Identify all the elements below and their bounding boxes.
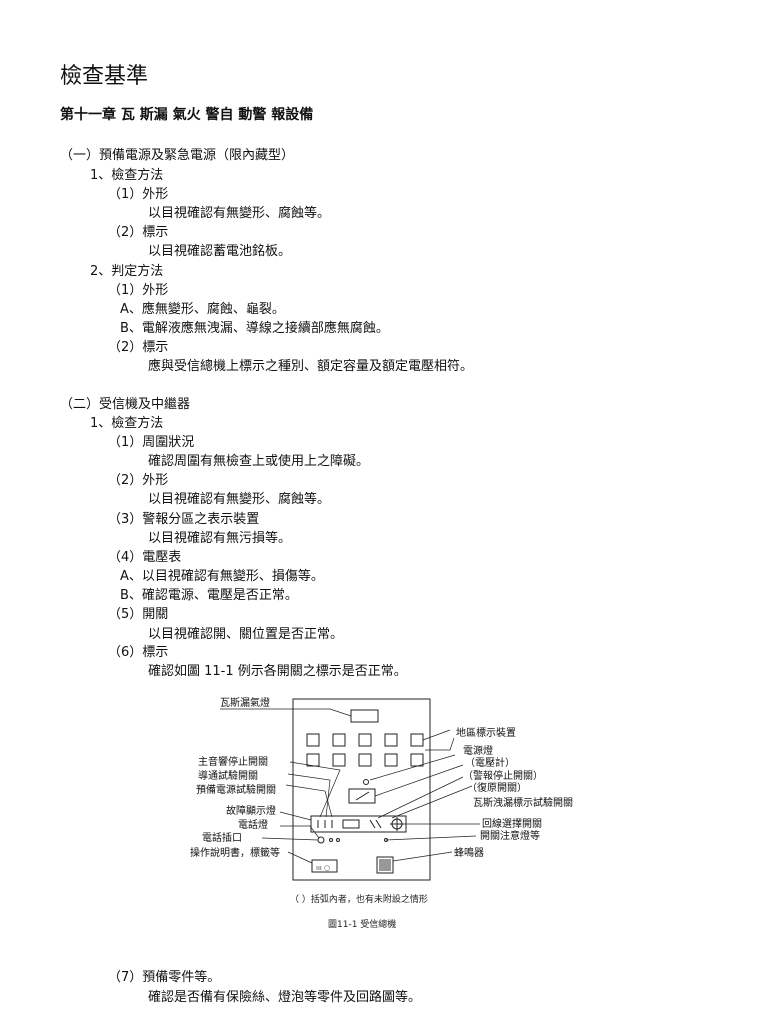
section-heading: （一）預備電源及緊急電源（限內藏型） xyxy=(60,148,295,163)
item-text: 以目視確認有無變形、腐蝕等。 xyxy=(148,492,331,507)
sub-item: （6）標示 xyxy=(108,645,169,660)
label-main-sound-stop: 主音響停止開關 xyxy=(198,755,268,768)
figure-note: （ ）括弧內者，也有未附設之情形 xyxy=(290,893,428,905)
label-alarm-stop: （警報停止開關） xyxy=(463,769,543,782)
item-text: B、確認電源、電壓是否正常。 xyxy=(120,588,298,603)
sub-item: （1）外形 xyxy=(108,283,169,298)
item-heading: 2、判定方法 xyxy=(90,264,164,279)
zone-lamp xyxy=(306,733,320,747)
zone-lamp xyxy=(332,753,346,767)
label-reset: （復原開關） xyxy=(467,781,527,794)
power-lamp xyxy=(363,779,369,785)
item-text: A、以目視確認有無變形、損傷等。 xyxy=(120,569,324,584)
label-gas-leak-test: 瓦斯洩漏標示試驗開關 xyxy=(473,796,573,809)
label-zone-display: 地區標示裝置 xyxy=(456,726,516,739)
sub-item: （7）預備零件等。 xyxy=(108,970,221,985)
manual-label xyxy=(311,859,338,873)
label-gas-leak-lamp: 瓦斯漏氣燈 xyxy=(220,696,270,709)
item-text: A、應無變形、腐蝕、龜裂。 xyxy=(120,302,285,317)
item-text: 以目視確認有無污損等。 xyxy=(148,531,292,546)
item-text: 以目視確認開、關位置是否正常。 xyxy=(148,627,344,642)
item-text: B、電解液應無洩漏、導線之接續部應無腐蝕。 xyxy=(120,321,389,336)
sub-item: （5）開關 xyxy=(108,607,169,622)
label-buzzer: 蜂鳴器 xyxy=(454,846,484,859)
label-voltmeter: （電壓計） xyxy=(465,756,515,769)
zone-lamp xyxy=(410,753,424,767)
zone-lamp xyxy=(358,733,372,747)
label-switch-caution: 開關注意燈等 xyxy=(480,829,540,842)
label-power-lamp: 電源燈 xyxy=(463,744,493,757)
zone-lamp xyxy=(384,733,398,747)
sub-item: （2）標示 xyxy=(108,225,169,240)
label-phone-jack: 電話插口 xyxy=(202,831,242,844)
item-text: 確認是否備有保險絲、燈泡等零件及回路圖等。 xyxy=(148,990,422,1005)
label-phone-lamp: 電話燈 xyxy=(238,818,268,831)
sub-item: （2）標示 xyxy=(108,340,169,355)
label-fault-display: 故障顯示燈 xyxy=(226,804,276,817)
label-manual: 操作說明書，標籤等 xyxy=(190,846,280,859)
sub-item: （1）周圍狀況 xyxy=(108,435,195,450)
receiver-diagram: ııı ○ 瓦斯漏氣燈 地區標示裝置 電源燈 （電壓計） （警報停止開關） （復… xyxy=(190,696,573,930)
phone-lamp xyxy=(329,838,333,842)
item-heading: 1、檢查方法 xyxy=(90,168,164,183)
item-text: 以目視確認蓄電池銘板。 xyxy=(148,244,292,259)
gas-leak-lamp-box xyxy=(350,709,379,723)
label-backup-power-test: 預備電源試驗開關 xyxy=(196,783,276,796)
sub-item: （2）外形 xyxy=(108,473,169,488)
item-text: 以目視確認有無變形、腐蝕等。 xyxy=(148,206,331,221)
zone-lamp xyxy=(384,753,398,767)
label-line-select: 回線選擇開關 xyxy=(482,817,542,830)
item-text: 確認如圖 11-1 例示各開關之標示是否正常。 xyxy=(148,664,407,679)
panel-outline xyxy=(292,698,431,881)
zone-lamp xyxy=(410,733,424,747)
page-title: 檢查基準 xyxy=(60,64,149,89)
sub-item: （3）警報分區之表示裝置 xyxy=(108,512,260,527)
item-heading: 1、檢查方法 xyxy=(90,416,164,431)
label-conduction-test: 導通試驗開關 xyxy=(198,769,258,782)
section-heading: （二）受信機及中繼器 xyxy=(60,397,191,412)
zone-lamp xyxy=(332,733,346,747)
sub-item: （4）電壓表 xyxy=(108,550,182,565)
item-text: 確認周圍有無檢查上或使用上之障礙。 xyxy=(148,454,370,469)
sub-item: （1）外形 xyxy=(108,187,169,202)
item-text: 應與受信總機上標示之種別、額定容量及額定電壓相符。 xyxy=(148,359,474,374)
svg-text:ııı ○: ııı ○ xyxy=(316,864,330,872)
zone-lamp xyxy=(358,753,372,767)
zone-lamp xyxy=(306,753,320,767)
figure-caption: 圖11-1 受信總機 xyxy=(328,918,396,930)
chapter-title: 第十一章 瓦 斯漏 氣火 警自 動警 報設備 xyxy=(60,107,314,123)
buzzer-grille xyxy=(376,856,394,874)
